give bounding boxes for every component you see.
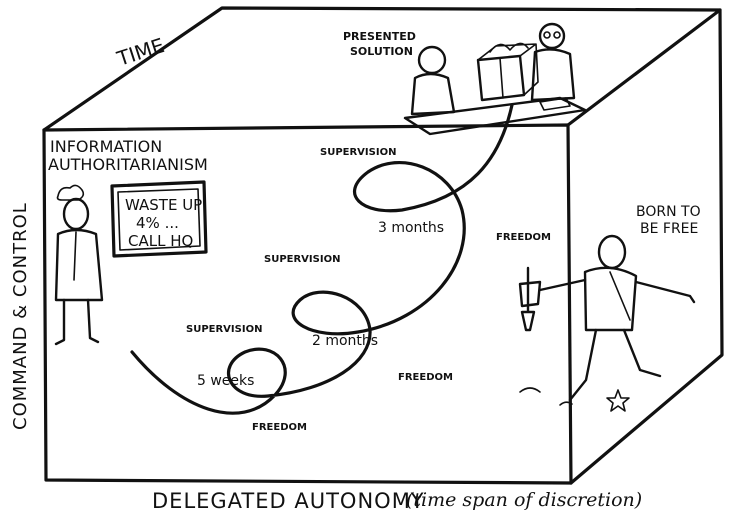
period-label-3-months: 3 months xyxy=(378,220,444,236)
delegated-autonomy-axis-label: DELEGATED AUTONOMY xyxy=(152,489,425,513)
bucket xyxy=(518,280,542,308)
born-free-caption-line2: BE FREE xyxy=(640,221,698,237)
supervision-label-bottom: SUPERVISION xyxy=(186,324,262,335)
desk xyxy=(403,96,587,136)
born-free-caption-line1: BORN TO xyxy=(636,204,701,220)
autonomy-spiral xyxy=(130,103,514,415)
period-label-5-weeks: 5 weeks xyxy=(197,373,254,389)
info-auth-caption-line2: AUTHORITARIANISM xyxy=(48,155,208,174)
free-man-arms xyxy=(538,278,696,304)
receiver-body xyxy=(530,48,576,102)
spade xyxy=(520,266,536,332)
manager-head xyxy=(62,197,90,231)
cube-front-face xyxy=(42,123,573,485)
command-control-axis-label: COMMAND & CONTROL xyxy=(10,202,31,430)
sign-board-inner xyxy=(117,188,201,251)
starfish xyxy=(606,389,630,412)
papers-on-desk xyxy=(539,97,571,111)
freedom-label-middle: FREEDOM xyxy=(398,372,453,383)
giver-body xyxy=(410,72,456,116)
authoritarian-manager-illustration: INFORMATION AUTHORITARIANISM WASTE UP 4%… xyxy=(48,137,208,346)
cube-outline xyxy=(42,6,724,485)
sign-line1: WASTE UP xyxy=(125,196,202,214)
info-auth-caption-line1: INFORMATION xyxy=(50,137,162,156)
free-man-illustration: BORN TO BE FREE xyxy=(518,204,701,412)
manager-legs xyxy=(54,298,100,346)
presented-caption-line1: PRESENTED xyxy=(343,30,416,43)
freedom-label-bottom: FREEDOM xyxy=(252,422,307,433)
freedom-label-top: FREEDOM xyxy=(496,232,551,243)
manager-body xyxy=(54,228,104,302)
sign-line3: CALL HQ xyxy=(128,232,193,250)
sign-board xyxy=(110,180,208,258)
presented-caption-line2: SOLUTION xyxy=(350,45,413,58)
spiral-labels: SUPERVISION 3 months FREEDOM SUPERVISION… xyxy=(186,147,551,433)
time-span-subtitle: (time span of discretion) xyxy=(406,489,642,511)
manager-tie xyxy=(73,231,77,281)
presented-solution-illustration: PRESENTED SOLUTION xyxy=(343,22,587,136)
receiver-head xyxy=(538,22,566,50)
giver-head xyxy=(417,45,447,75)
glasses-left xyxy=(543,31,551,39)
free-man-body xyxy=(583,266,638,332)
free-man-tie xyxy=(609,271,631,321)
storm-cloud xyxy=(56,184,85,201)
gift-ribbon xyxy=(489,42,529,99)
supervision-label-top: SUPERVISION xyxy=(320,147,396,158)
period-label-2-months: 2 months xyxy=(312,333,378,349)
sign-line2: 4% ... xyxy=(136,214,179,232)
free-man-head xyxy=(597,234,627,270)
cube-side-face xyxy=(569,8,724,485)
glasses-right xyxy=(553,31,561,39)
cube-top-face xyxy=(42,6,722,132)
sand-marks xyxy=(519,387,573,406)
gift-box-top xyxy=(477,43,539,96)
supervision-label-middle: SUPERVISION xyxy=(264,254,340,265)
free-man-legs xyxy=(568,328,662,402)
